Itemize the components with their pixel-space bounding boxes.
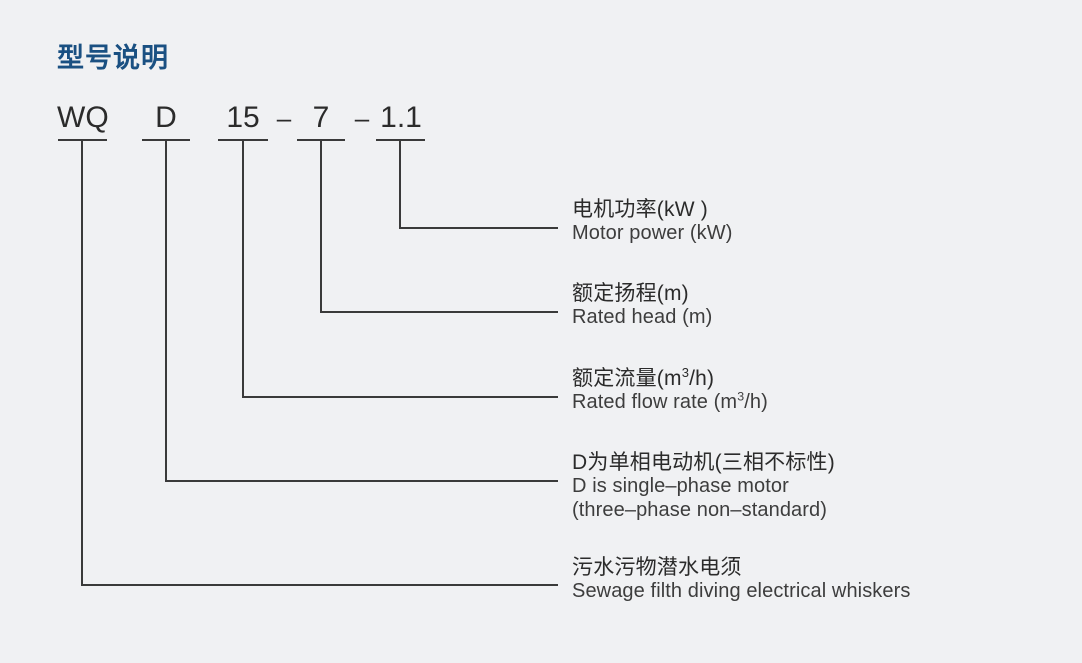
page-title: 型号说明: [57, 43, 169, 73]
code-segment-power: 1.1: [380, 101, 422, 134]
callout-single-phase-motor-en-1: D is single–phase motor: [572, 475, 789, 498]
callout-single-phase-motor-en-2: (three–phase non–standard): [572, 498, 828, 521]
leader-rated-head: [320, 140, 558, 313]
callout-motor-power: 电机功率(kW ) Motor power (kW): [572, 198, 733, 246]
callout-rated-flow-en-post: /h): [744, 391, 768, 414]
callout-rated-flow-cn-sup: 3: [681, 365, 690, 380]
callout-rated-head-cn: 额定扬程(m): [572, 282, 689, 305]
leader-rated-flow: [242, 140, 558, 398]
callout-rated-flow-en-pre: Rated flow rate (m: [572, 391, 738, 414]
callout-single-phase-motor: D为单相电动机(三相不标性) D is single–phase motor (…: [572, 451, 835, 523]
callout-rated-head-en: Rated head (m): [572, 306, 713, 329]
leader-sewage-pump: [81, 140, 558, 586]
leader-motor-power: [399, 140, 558, 229]
code-separator-2: –: [354, 103, 370, 133]
leader-single-phase-motor: [165, 140, 558, 482]
callout-rated-flow: 额定流量(m3/h) Rated flow rate (m3/h): [572, 365, 768, 415]
callout-sewage-pump-cn: 污水污物潜水电须: [572, 556, 742, 579]
code-segment-d: D: [155, 101, 177, 134]
callout-sewage-pump-en: Sewage filth diving electrical whiskers: [572, 580, 911, 603]
code-segment-flow: 15: [226, 101, 260, 134]
callout-rated-head: 额定扬程(m) Rated head (m): [572, 282, 712, 330]
callout-rated-flow-en-sup: 3: [737, 389, 745, 404]
callout-motor-power-cn: 电机功率(kW ): [572, 198, 708, 221]
callout-single-phase-motor-cn: D为单相电动机(三相不标性): [572, 451, 835, 474]
callout-rated-flow-cn-post: /h): [689, 367, 715, 390]
callout-rated-flow-en: Rated flow rate (m3/h): [572, 391, 768, 415]
callout-rated-flow-cn-pre: 额定流量(m: [572, 367, 682, 390]
callout-sewage-pump: 污水污物潜水电须 Sewage filth diving electrical …: [572, 556, 911, 604]
callout-rated-flow-cn: 额定流量(m3/h): [572, 365, 768, 391]
callout-motor-power-en: Motor power (kW): [572, 222, 733, 245]
code-segment-head: 7: [312, 101, 330, 134]
code-separator-1: –: [276, 103, 292, 133]
code-segment-wq: WQ: [57, 101, 109, 134]
